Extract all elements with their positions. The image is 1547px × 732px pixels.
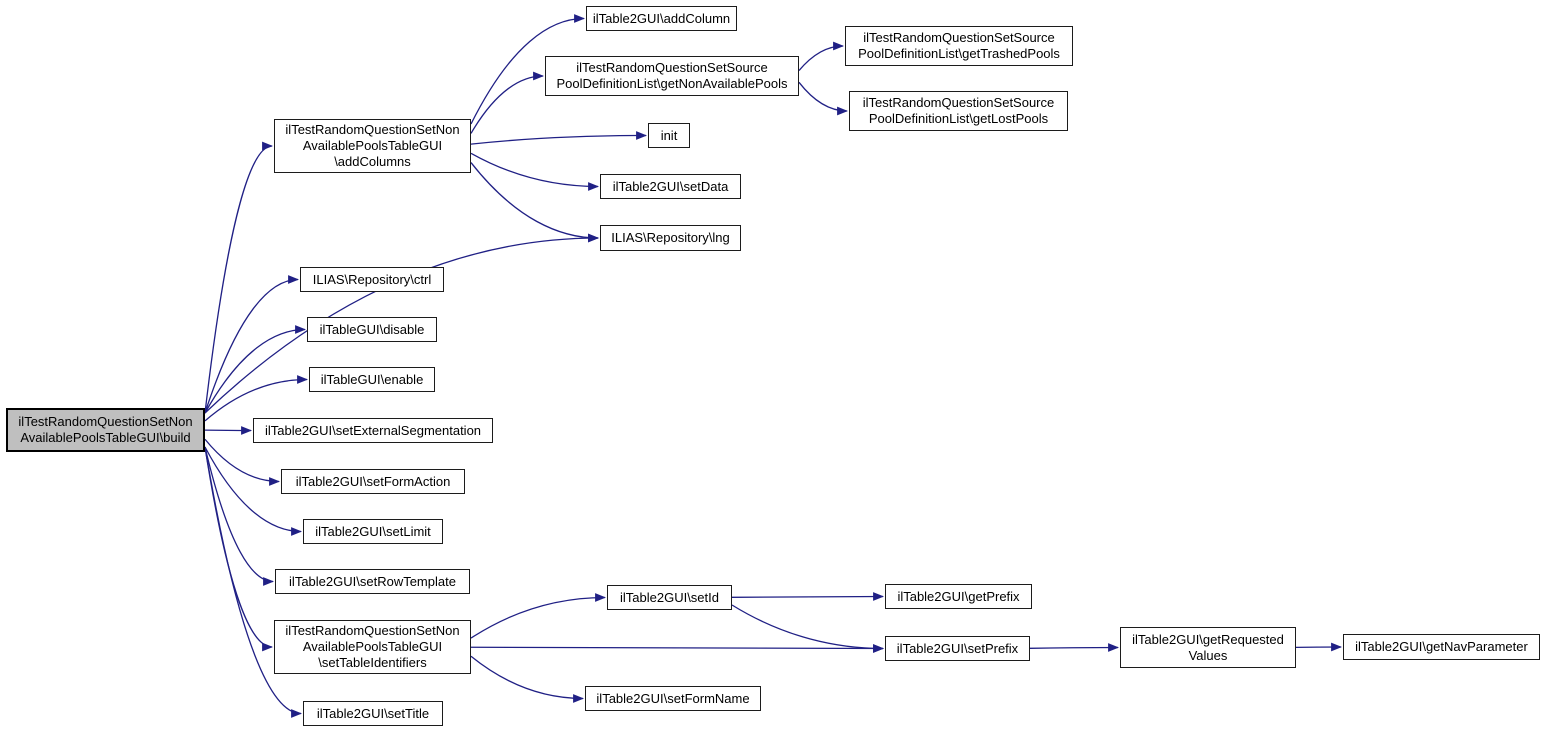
graph-node-addColumn[interactable]: ilTable2GUI\addColumn <box>586 6 737 31</box>
graph-node-label: ILIAS\Repository\ctrl <box>312 271 432 287</box>
graph-node-enable[interactable]: ilTableGUI\enable <box>309 367 435 392</box>
graph-node-setLimit[interactable]: ilTable2GUI\setLimit <box>303 519 443 544</box>
edge-setTableIdentifiers-setId <box>470 593 607 639</box>
graph-node-setFormName[interactable]: ilTable2GUI\setFormName <box>585 686 761 711</box>
edge-addColumns-lng <box>470 162 600 243</box>
graph-node-setRowTemplate[interactable]: ilTable2GUI\setRowTemplate <box>275 569 470 594</box>
graph-node-label: ilTable2GUI\getNavParameter <box>1355 639 1528 654</box>
graph-node-label: init <box>660 127 678 143</box>
graph-node-label: ilTable2GUI\addColumn <box>592 10 731 26</box>
graph-node-label: ilTable2GUI\setRowTemplate <box>289 573 456 589</box>
graph-node-label: ilTestRandomQuestionSetNon <box>285 122 460 137</box>
graph-node-label: ilTestRandomQuestionSetSource <box>862 95 1055 110</box>
graph-node-label: AvailablePoolsTableGUI <box>302 639 443 654</box>
graph-node-label: ilTable2GUI\setFormName <box>596 690 750 706</box>
graph-node-label: PoolDefinitionList\getTrashedPools <box>858 46 1060 61</box>
graph-node-label: ilTestRandomQuestionSetSource <box>863 30 1055 45</box>
edge-build-setRowTemplate <box>204 446 275 586</box>
graph-node-label: ilTableGUI\disable <box>319 321 425 337</box>
graph-node-setId[interactable]: ilTable2GUI\setId <box>607 585 732 610</box>
edge-setPrefix-getRequestedValues <box>1029 643 1120 652</box>
graph-node-disable[interactable]: ilTableGUI\disable <box>307 317 437 342</box>
graph-node-getNavParameter[interactable]: ilTable2GUI\getNavParameter <box>1343 634 1540 660</box>
graph-node-lng[interactable]: ILIAS\Repository\lng <box>600 225 741 251</box>
edge-addColumns-getNonAvailablePools <box>470 71 545 134</box>
graph-node-label: ilTestRandomQuestionSetNon <box>18 414 193 429</box>
edge-build-setTitle <box>204 446 303 718</box>
graph-node-label: \setTableIdentifiers <box>318 655 427 670</box>
graph-node-label: ilTableGUI\enable <box>320 371 424 387</box>
edge-addColumns-init <box>470 131 648 145</box>
graph-node-label: ilTable2GUI\setData <box>612 178 729 194</box>
edge-addColumns-setData <box>470 152 600 191</box>
edge-build-ctrl <box>204 275 300 414</box>
graph-node-label: ILIAS\Repository\lng <box>611 230 730 245</box>
edge-build-setLimit <box>204 446 303 536</box>
edge-addColumns-addColumn <box>470 14 586 125</box>
graph-node-setData[interactable]: ilTable2GUI\setData <box>600 174 741 199</box>
edge-build-enable <box>204 375 309 422</box>
edge-build-disable <box>204 325 307 414</box>
graph-node-label: ilTable2GUI\setLimit <box>315 523 431 539</box>
graph-node-label: ilTestRandomQuestionSetNon <box>285 623 460 638</box>
graph-node-label: ilTable2GUI\setFormAction <box>295 473 451 489</box>
graph-node-setTitle[interactable]: ilTable2GUI\setTitle <box>303 701 443 726</box>
graph-node-label: ilTestRandomQuestionSetSource <box>576 60 768 75</box>
edge-build-setFormAction <box>204 438 281 486</box>
edge-setId-getPrefix <box>731 592 885 601</box>
graph-node-label: ilTable2GUI\getRequested <box>1132 631 1284 647</box>
graph-node-setPrefix[interactable]: ilTable2GUI\setPrefix <box>885 636 1030 661</box>
graph-node-label: ilTable2GUI\setTitle <box>316 705 430 721</box>
graph-node-label: Values <box>1188 647 1228 663</box>
edge-getNonAvailablePools-getLostPools <box>798 81 849 116</box>
graph-node-label: ilTable2GUI\setExternalSegmentation <box>264 422 482 438</box>
graph-node-setExternalSegmentation[interactable]: ilTable2GUI\setExternalSegmentation <box>253 418 493 443</box>
edge-build-addColumns <box>204 141 274 414</box>
graph-node-label: ilTable2GUI\setPrefix <box>896 640 1019 656</box>
graph-node-label: AvailablePoolsTableGUI <box>302 138 443 153</box>
graph-node-init[interactable]: init <box>648 123 690 148</box>
graph-node-getPrefix[interactable]: ilTable2GUI\getPrefix <box>885 584 1032 609</box>
edge-getNonAvailablePools-getTrashedPools <box>798 41 845 72</box>
edge-setId-setPrefix <box>731 604 885 653</box>
graph-node-label: ilTable2GUI\setId <box>620 589 719 605</box>
graph-node-label: \addColumns <box>334 154 411 169</box>
graph-node-label: ilTable2GUI\getPrefix <box>897 588 1020 604</box>
edge-setTableIdentifiers-setPrefix <box>470 644 885 653</box>
graph-node-label: PoolDefinitionList\getNonAvailablePools <box>556 76 788 91</box>
graph-node-ctrl[interactable]: ILIAS\Repository\ctrl <box>300 267 444 292</box>
graph-node-label: PoolDefinitionList\getLostPools <box>868 111 1049 126</box>
graph-node-setFormAction[interactable]: ilTable2GUI\setFormAction <box>281 469 465 494</box>
edge-setTableIdentifiers-setFormName <box>470 655 585 703</box>
graph-node-label: AvailablePoolsTableGUI\build <box>20 430 191 445</box>
